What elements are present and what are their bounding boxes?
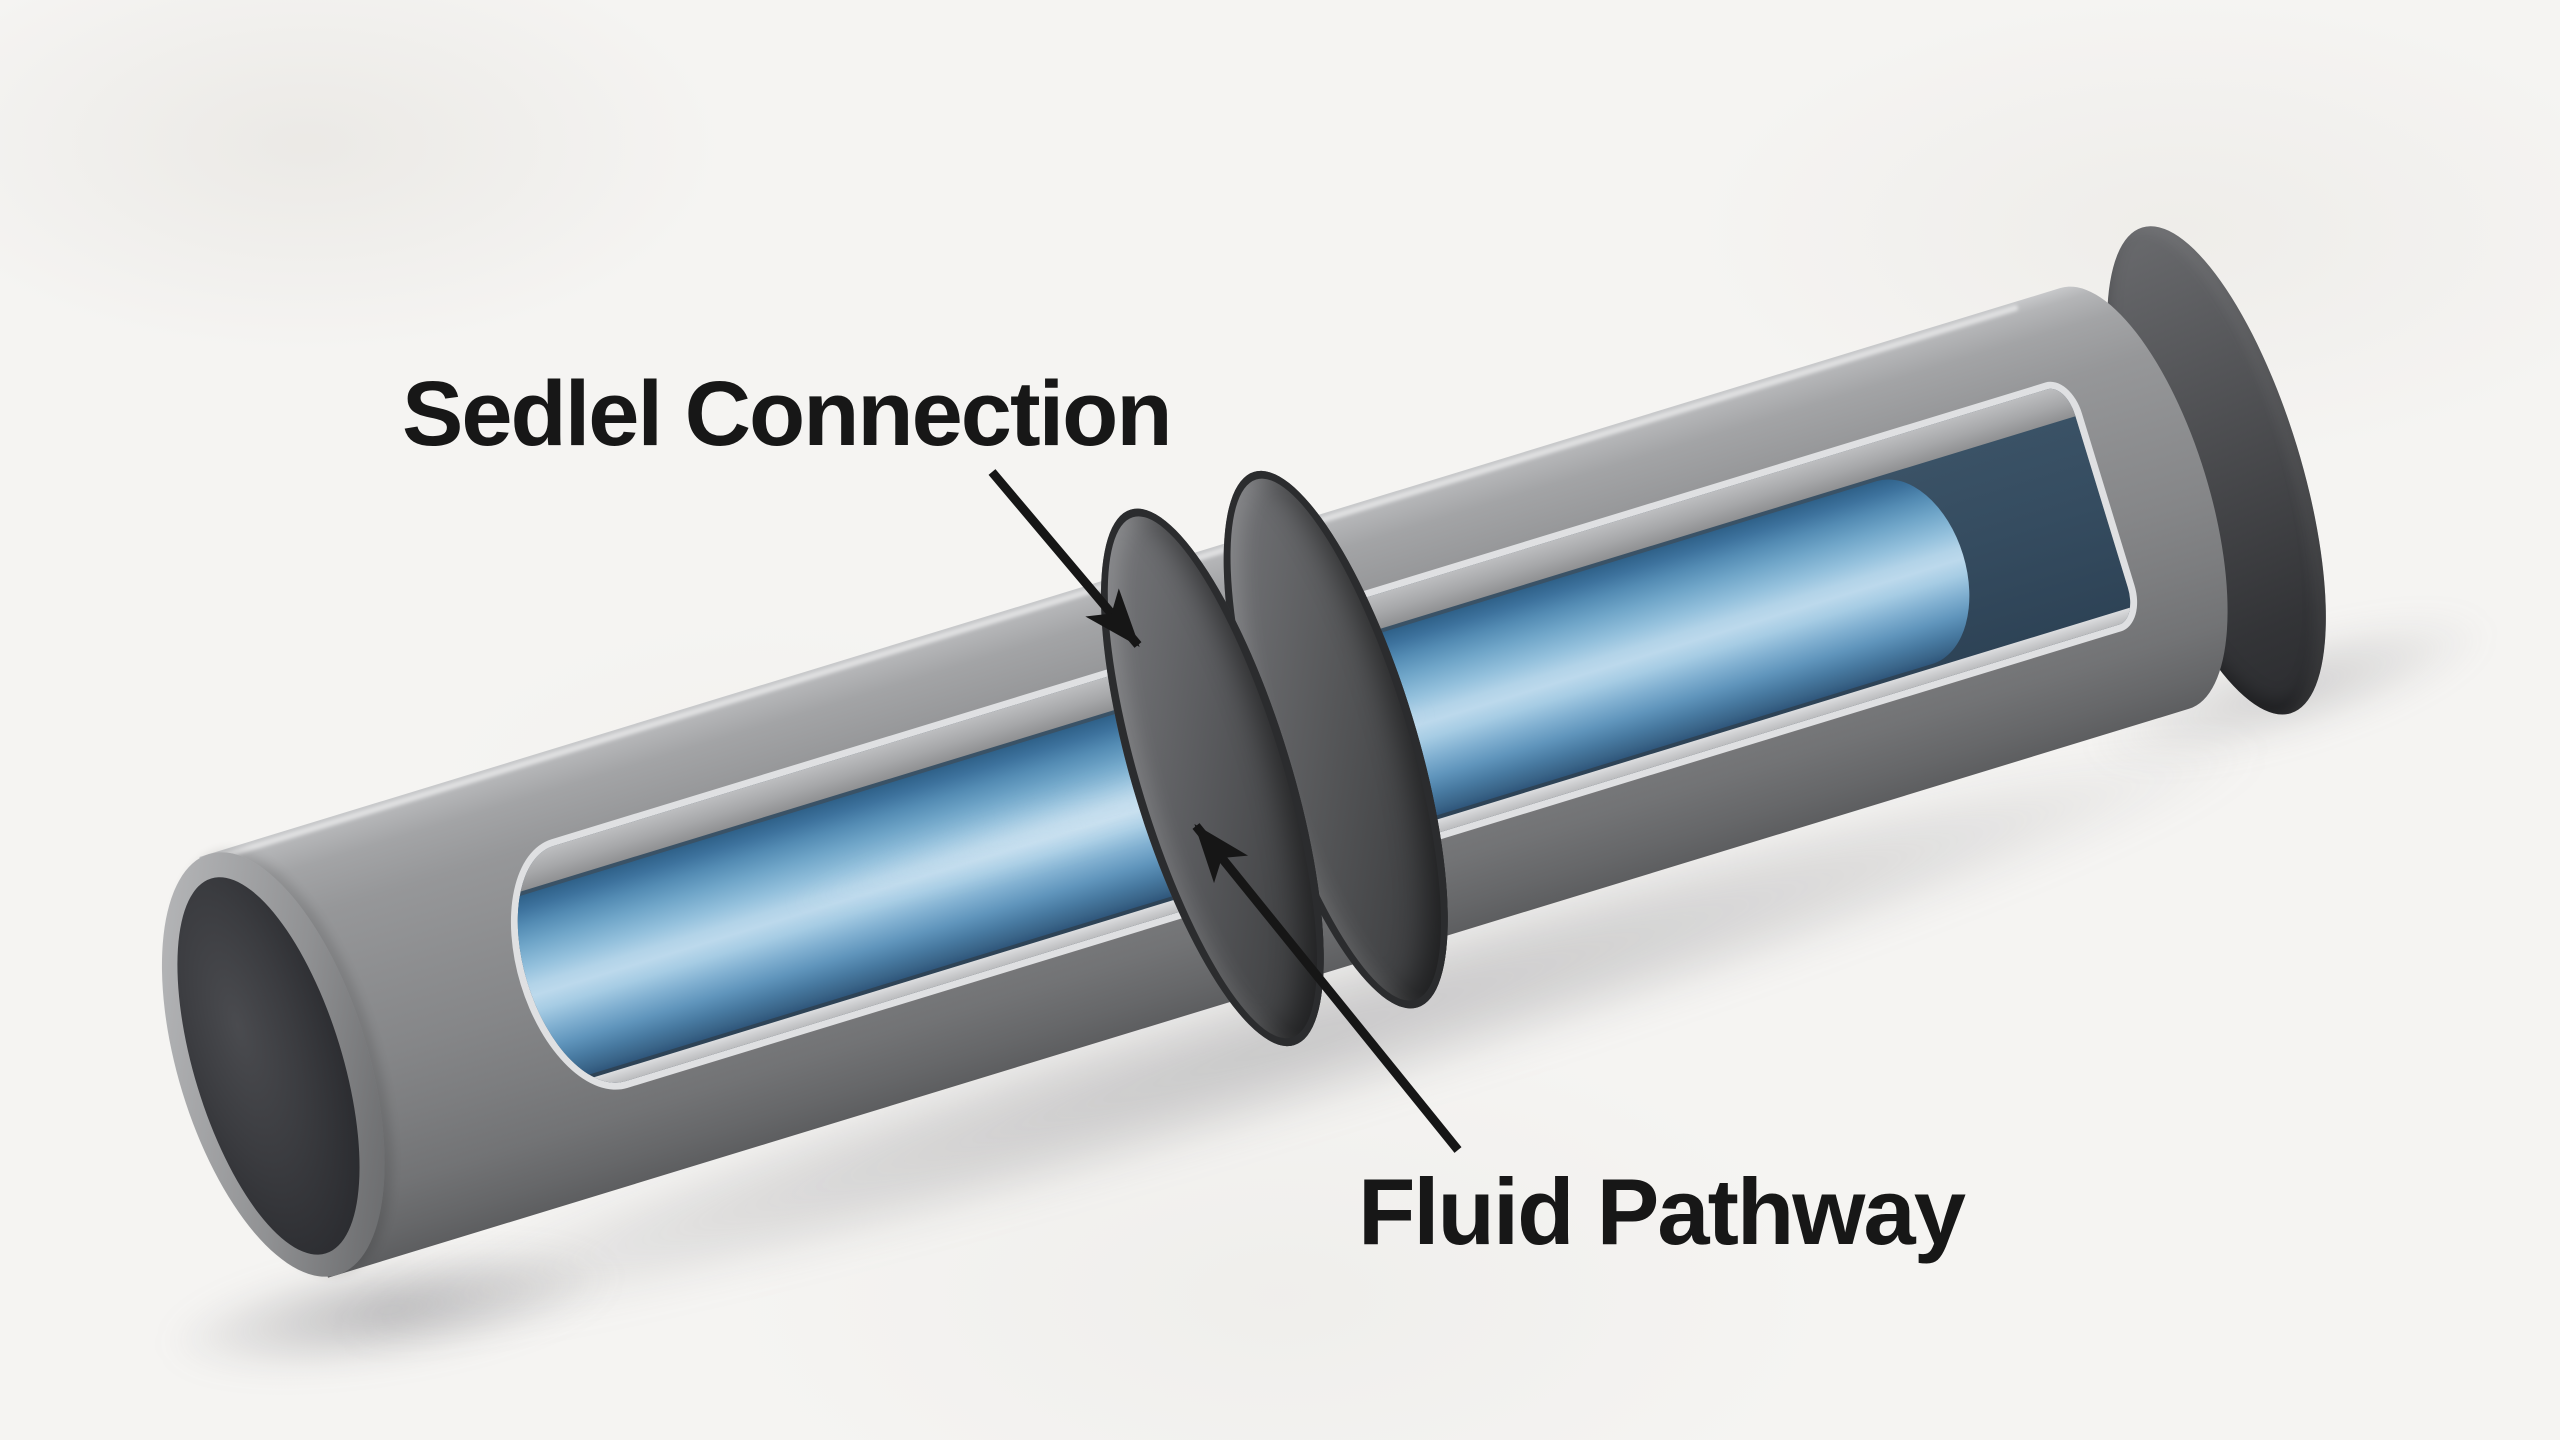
- arrow-sealed-connection: [988, 469, 1142, 648]
- arrow-fluid-pathway: [1192, 823, 1462, 1153]
- label-sealed-connection: Sedlel Connection: [402, 363, 1173, 465]
- label-fluid-pathway: Fluid Pathway: [1358, 1159, 1966, 1264]
